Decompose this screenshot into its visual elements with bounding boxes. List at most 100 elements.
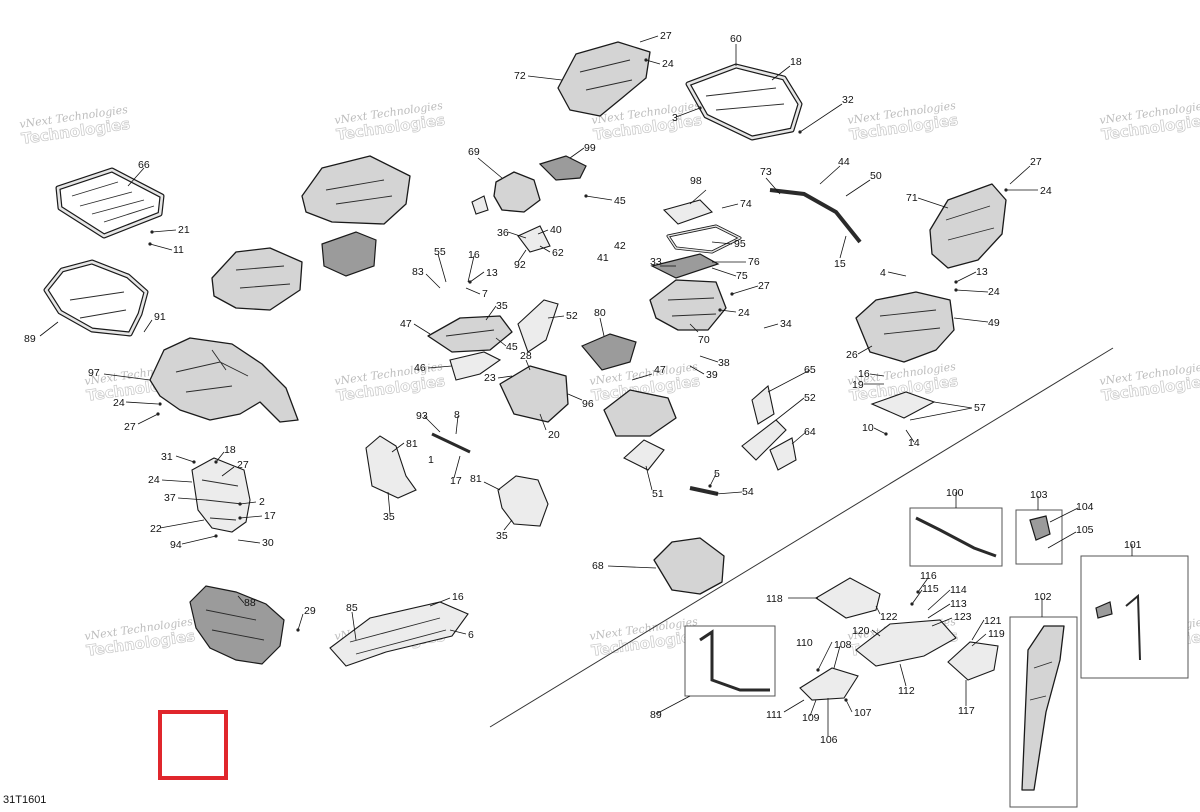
callout-35-a: 35 xyxy=(496,300,508,312)
part-106-skid-plate xyxy=(799,667,859,701)
callout-117: 117 xyxy=(958,705,975,717)
callout-41: 41 xyxy=(597,252,609,264)
callout-24-f: 24 xyxy=(988,286,1000,298)
callout-8: 8 xyxy=(454,409,460,421)
part-81-splash-guard-left xyxy=(365,435,417,499)
callout-23: 23 xyxy=(484,372,496,384)
part-103-clip xyxy=(1029,515,1051,541)
part-76-plate xyxy=(650,253,720,279)
part-52-cover xyxy=(517,299,559,353)
callout-31: 31 xyxy=(161,451,173,463)
part-117-skid-plate xyxy=(947,641,999,681)
callout-85: 85 xyxy=(346,602,358,614)
callout-24-e: 24 xyxy=(1040,185,1052,197)
callout-19: 19 xyxy=(852,379,864,391)
callout-5: 5 xyxy=(714,468,720,480)
fasteners xyxy=(148,58,1008,702)
callout-27-b: 27 xyxy=(237,459,249,471)
callout-24-a: 24 xyxy=(113,397,125,409)
callout-35-b: 35 xyxy=(383,511,395,523)
callout-68: 68 xyxy=(592,560,604,572)
part-100-bar xyxy=(915,516,997,558)
inset-box-89-lower xyxy=(684,625,776,697)
callout-91: 91 xyxy=(154,311,166,323)
callout-11: 11 xyxy=(173,244,184,256)
part-73-linkage xyxy=(769,188,862,244)
callout-38: 38 xyxy=(718,357,730,369)
callout-7: 7 xyxy=(482,288,488,300)
callout-101: 101 xyxy=(1124,539,1142,551)
callout-80: 80 xyxy=(594,307,606,319)
part-99-cover xyxy=(538,155,587,181)
part-89-tube-inset xyxy=(699,629,770,692)
callout-42: 42 xyxy=(614,240,626,252)
callout-121: 121 xyxy=(984,615,1002,627)
callout-104: 104 xyxy=(1076,501,1094,513)
callout-108: 108 xyxy=(834,639,852,651)
callout-46: 46 xyxy=(414,362,426,374)
callout-33: 33 xyxy=(650,256,662,268)
callout-98: 98 xyxy=(690,175,702,187)
callout-92: 92 xyxy=(514,259,526,271)
part-98-tray xyxy=(662,199,714,225)
callout-37: 37 xyxy=(164,492,176,504)
callout-110: 110 xyxy=(796,637,813,649)
part-front-fascia-bracket xyxy=(191,457,251,533)
callout-114: 114 xyxy=(950,584,967,596)
callout-21: 21 xyxy=(178,224,190,236)
callout-96: 96 xyxy=(582,398,594,410)
callout-47-b: 47 xyxy=(654,364,666,376)
part-64-plate xyxy=(769,437,797,471)
callout-116: 116 xyxy=(920,570,937,582)
part-81-splash-guard-right xyxy=(497,475,549,527)
callout-24-c: 24 xyxy=(662,58,674,70)
callout-26: 26 xyxy=(846,349,858,361)
callout-27-a: 27 xyxy=(124,421,136,433)
callout-22: 22 xyxy=(150,523,162,535)
callout-94: 94 xyxy=(170,539,182,551)
callout-76: 76 xyxy=(748,256,760,268)
part-66-rear-rack xyxy=(55,167,165,239)
callout-47-a: 47 xyxy=(400,318,412,330)
callout-16-a: 16 xyxy=(452,591,464,603)
part-51-cover xyxy=(623,439,665,471)
callout-115: 115 xyxy=(922,583,939,595)
part-49-rear-box xyxy=(855,291,955,363)
callout-39: 39 xyxy=(706,369,718,381)
callout-100: 100 xyxy=(946,487,964,499)
callout-70: 70 xyxy=(698,334,710,346)
callout-30: 30 xyxy=(262,537,274,549)
callout-93: 93 xyxy=(416,410,428,422)
callout-15: 15 xyxy=(834,258,846,270)
callout-118: 118 xyxy=(766,593,783,605)
callout-52-a: 52 xyxy=(566,310,578,322)
callout-57: 57 xyxy=(974,402,986,414)
section-divider xyxy=(489,347,1114,728)
part-46-bracket xyxy=(449,351,502,381)
callout-62: 62 xyxy=(552,247,564,259)
callout-54: 54 xyxy=(742,486,754,498)
callout-27-c: 27 xyxy=(660,30,672,42)
part-47-side-panel xyxy=(427,315,513,353)
selection-highlight-box xyxy=(158,710,228,780)
callout-89: 89 xyxy=(24,333,36,345)
callout-17-a: 17 xyxy=(264,510,276,522)
callout-17-b: 17 xyxy=(450,475,462,487)
callout-16-c: 16 xyxy=(858,368,870,380)
callout-3: 3 xyxy=(672,112,678,124)
callout-112: 112 xyxy=(898,685,915,697)
part-71-rear-fender-right xyxy=(929,183,1007,269)
callout-32: 32 xyxy=(842,94,854,106)
callout-51: 51 xyxy=(652,488,664,500)
callout-36: 36 xyxy=(497,227,509,239)
callout-71: 71 xyxy=(906,192,918,204)
callout-113: 113 xyxy=(950,598,967,610)
callout-105: 105 xyxy=(1076,524,1094,536)
callout-45-a: 45 xyxy=(614,195,626,207)
callout-73: 73 xyxy=(760,166,772,178)
part-68-lower-panel xyxy=(653,537,725,595)
callout-111: 111 xyxy=(766,709,782,721)
callout-1: 1 xyxy=(428,454,434,466)
callout-75: 75 xyxy=(736,270,748,282)
